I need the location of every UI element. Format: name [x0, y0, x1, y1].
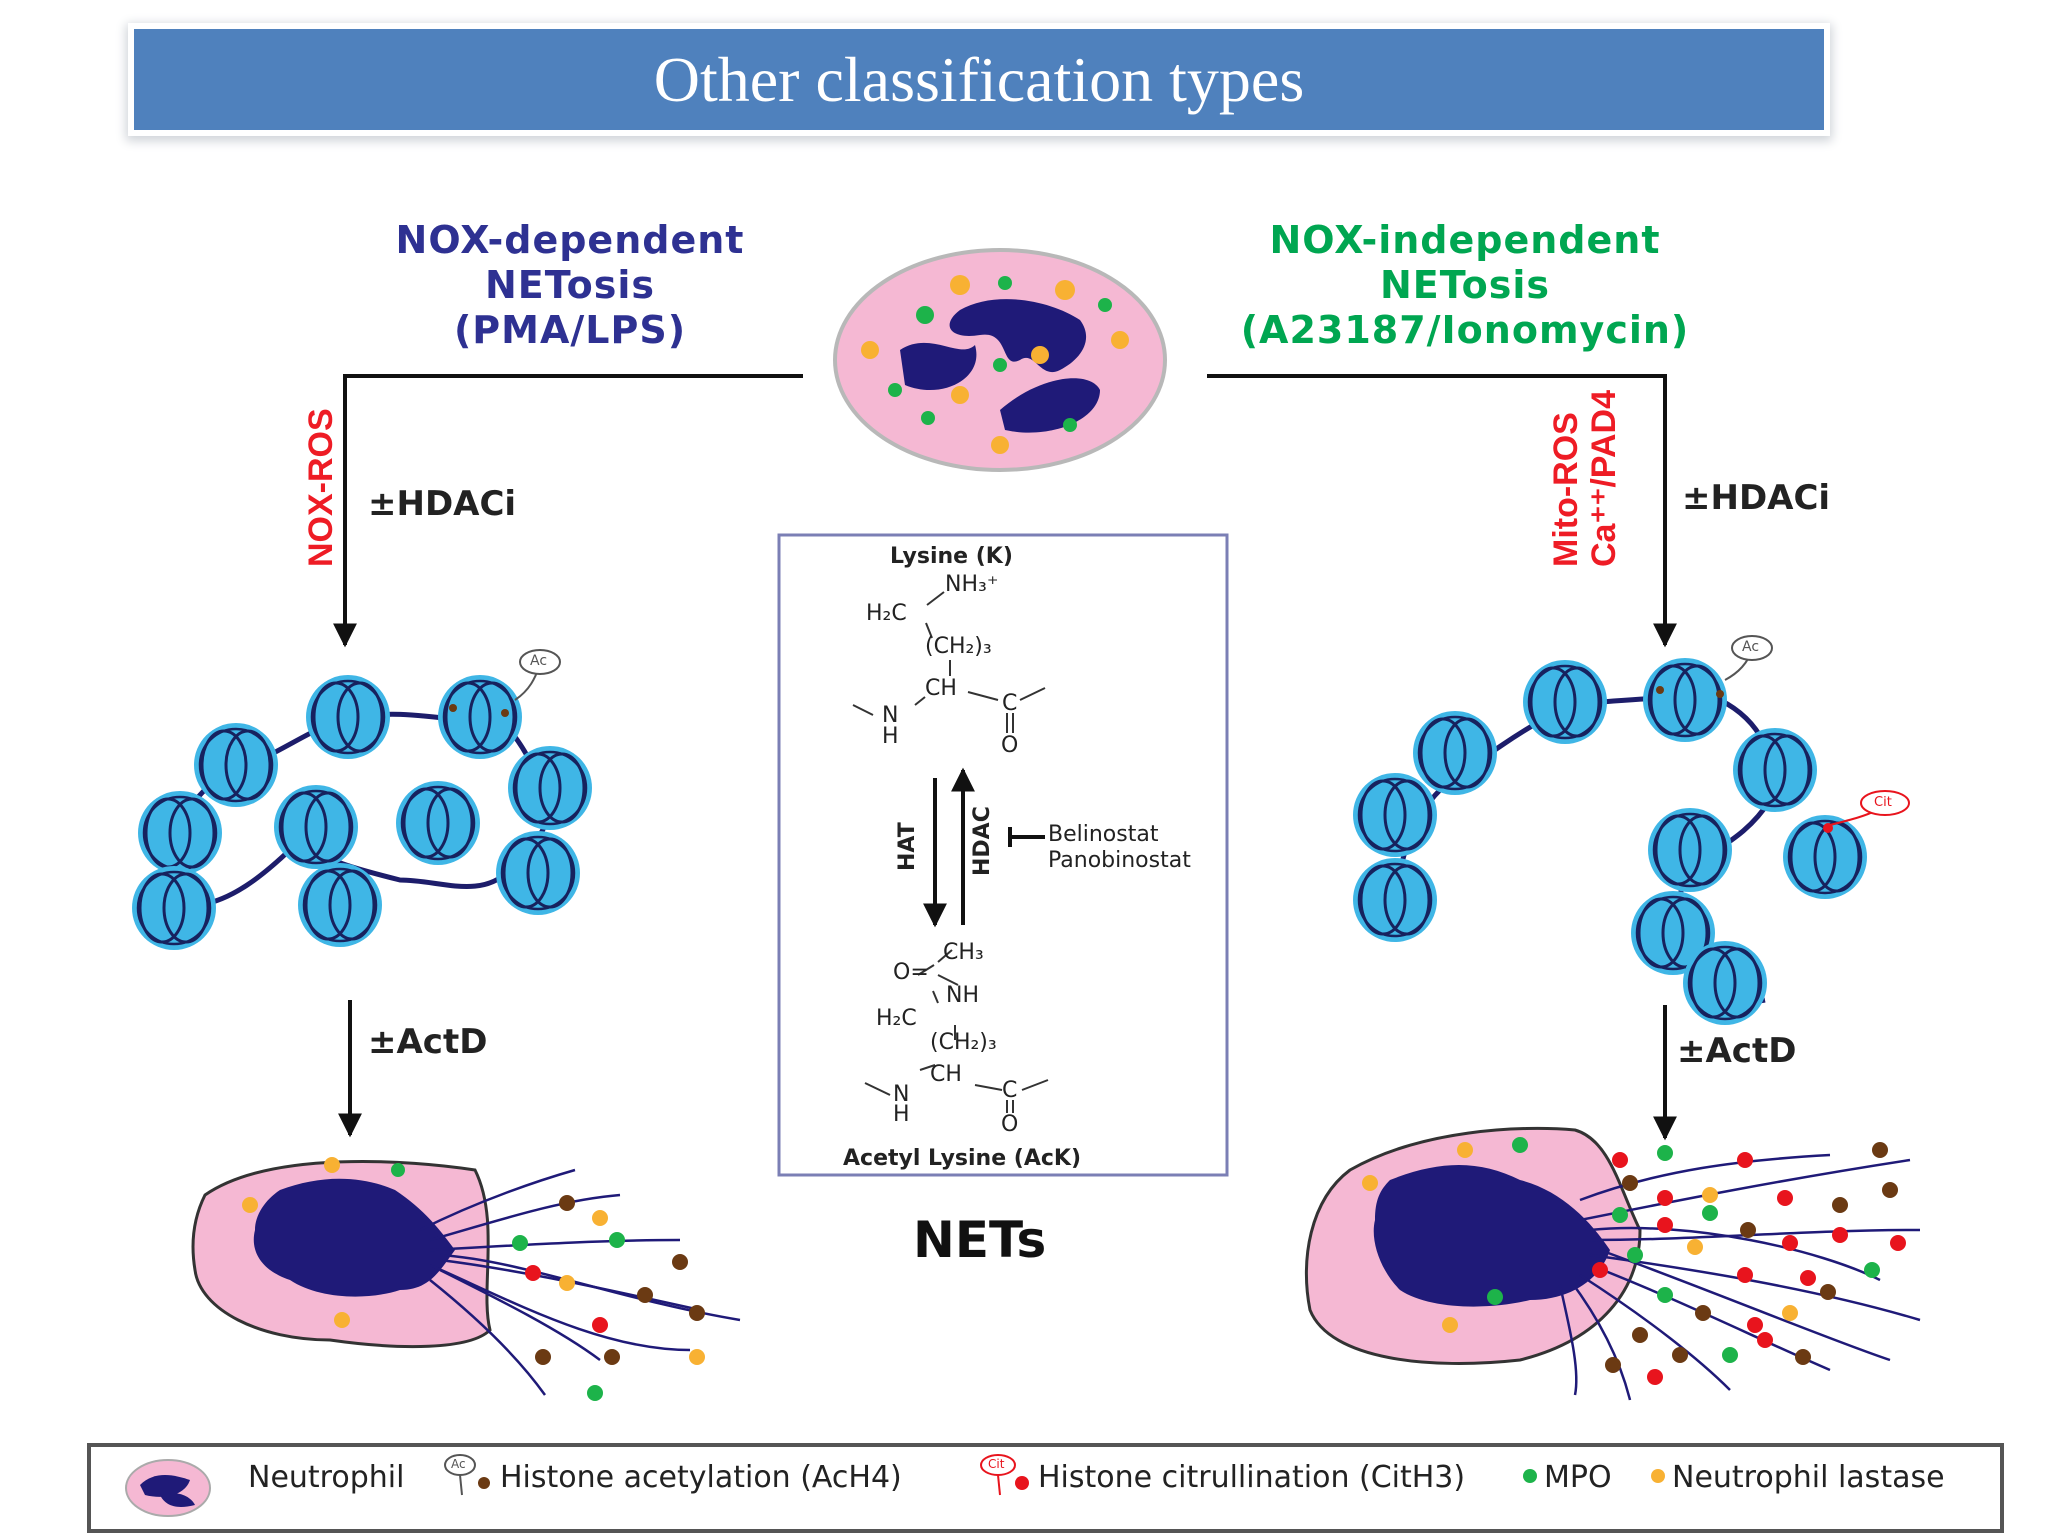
left-actd-label: ±ActD	[368, 1022, 488, 1062]
acetyl-lysine-bonds	[864, 949, 1049, 1113]
slide-title: Other classification types	[653, 43, 1305, 115]
acetyl-h: H	[893, 1102, 910, 1127]
hdac-text: HDAC	[970, 806, 995, 876]
legend-acetylation-icon	[444, 1454, 490, 1496]
legend-box	[87, 1443, 2004, 1533]
right-net-cell	[1304, 1126, 1921, 1401]
legend-elastase-dot	[1651, 1469, 1665, 1483]
lysine-o: O	[1001, 733, 1019, 758]
lysine-c: C	[1002, 691, 1018, 716]
legend-mpo-dot	[1523, 1469, 1537, 1483]
chemistry-box	[777, 533, 1229, 1177]
acetyl-h2c: H₂C	[876, 1006, 917, 1031]
acetyl-c: C	[1002, 1078, 1018, 1103]
right-hdaci-label: ±HDACi	[1682, 478, 1831, 518]
lysine-bonds	[852, 591, 1046, 733]
left-net-cell	[191, 1157, 741, 1401]
acetyl-ch2: (CH₂)₃	[930, 1030, 997, 1055]
resting-neutrophil	[833, 248, 1167, 472]
right-heading-line-1: NOX-independent	[1269, 218, 1661, 262]
lysine-n: N	[882, 703, 899, 728]
equilibrium-arrows	[923, 767, 1045, 928]
hat-label: HAT	[895, 822, 920, 871]
branch-connectors	[333, 374, 1677, 1141]
legend-acetylation: Histone acetylation (AcH4)	[500, 1460, 902, 1495]
ac-tag-right	[1731, 635, 1773, 661]
lysine-nh3: NH₃⁺	[945, 572, 999, 597]
hat-text: HAT	[895, 822, 920, 871]
acetyl-nh: NH	[946, 983, 979, 1008]
left-heading-line-2: NETosis	[484, 263, 655, 307]
right-chromatin	[1351, 649, 1881, 1027]
hdac-label: HDAC	[970, 806, 995, 876]
legend-neutrophil: Neutrophil	[248, 1460, 405, 1495]
lysine-ch: CH	[925, 676, 957, 701]
left-heading-line-3: (PMA/LPS)	[453, 308, 687, 352]
acetyl-n: N	[893, 1082, 910, 1107]
lysine-ch2: (CH₂)₃	[925, 634, 992, 659]
slide-title-bar: Other classification types	[134, 29, 1824, 130]
left-heading: NOX-dependent NETosis (PMA/LPS)	[330, 218, 810, 353]
right-heading-line-3: (A23187/Ionomycin)	[1240, 308, 1690, 352]
lysine-h: H	[882, 724, 899, 749]
acetyl-o: O	[1001, 1112, 1019, 1137]
inhibitor-1: Belinostat	[1048, 822, 1159, 847]
acetyl-o-eq: O=	[893, 960, 929, 985]
right-actd-label: ±ActD	[1677, 1031, 1797, 1071]
legend-mpo: MPO	[1544, 1460, 1612, 1495]
nets-label: NETs	[913, 1211, 1047, 1269]
ac-label-right: Ac	[1742, 639, 1760, 655]
right-heading: NOX-independent NETosis (A23187/Ionomyci…	[1185, 218, 1745, 353]
left-pathway-label: NOX-ROS	[302, 408, 340, 567]
acetyl-ch3: CH₃	[943, 940, 984, 965]
right-pathway-label-2: Ca⁺⁺/PAD4	[1585, 390, 1623, 567]
acetyl-ch: CH	[930, 1062, 962, 1087]
lysine-h2c: H₂C	[866, 601, 907, 626]
cit-label-legend: Cit	[988, 1457, 1005, 1471]
inhibitor-2: Panobinostat	[1048, 848, 1191, 873]
left-hdaci-label: ±HDACi	[368, 484, 517, 524]
right-heading-line-2: NETosis	[1379, 263, 1550, 307]
ac-label-left: Ac	[530, 653, 548, 669]
cit-label-right: Cit	[1874, 795, 1892, 810]
ac-label-legend: Ac	[451, 1457, 466, 1471]
legend-elastase: Neutrophil lastase	[1672, 1460, 1945, 1495]
acetyl-lysine-name: Acetyl Lysine (AcK)	[843, 1146, 1082, 1171]
left-heading-line-1: NOX-dependent	[395, 218, 745, 262]
right-pathway-label-1: Mito-ROS	[1547, 412, 1585, 567]
cit-tag-right	[1860, 790, 1910, 816]
legend-neutrophil-icon	[125, 1459, 211, 1517]
left-chromatin	[130, 664, 594, 952]
lysine-name: Lysine (K)	[890, 544, 1013, 569]
legend-citrullination: Histone citrullination (CitH3)	[1038, 1460, 1466, 1495]
ac-tag-left	[519, 649, 561, 675]
legend-citrullination-icon	[980, 1454, 1029, 1496]
